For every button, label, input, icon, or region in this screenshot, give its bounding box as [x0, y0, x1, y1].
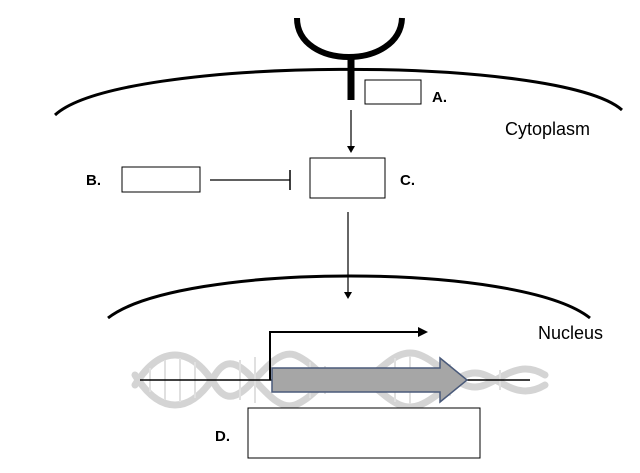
gene-arrow	[271, 356, 469, 404]
receptor-cup	[294, 17, 405, 60]
cytoplasm-label: Cytoplasm	[505, 119, 590, 139]
box-d[interactable]	[247, 407, 481, 459]
arrowhead-receptor-to-c	[347, 146, 355, 153]
cell-membrane	[53, 67, 623, 117]
arrowhead-c-to-nucleus	[344, 292, 352, 299]
label-c: C.	[400, 172, 415, 189]
transcription-start-arrow	[269, 331, 420, 380]
box-b[interactable]	[121, 166, 201, 193]
transcription-arrowhead	[418, 327, 428, 337]
nucleus-label: Nucleus	[538, 323, 603, 343]
label-d: D.	[215, 428, 230, 445]
box-c[interactable]	[309, 157, 386, 199]
label-a: A.	[432, 89, 447, 106]
nuclear-membrane	[107, 274, 591, 320]
label-b: B.	[86, 172, 101, 189]
box-a[interactable]	[364, 79, 422, 105]
